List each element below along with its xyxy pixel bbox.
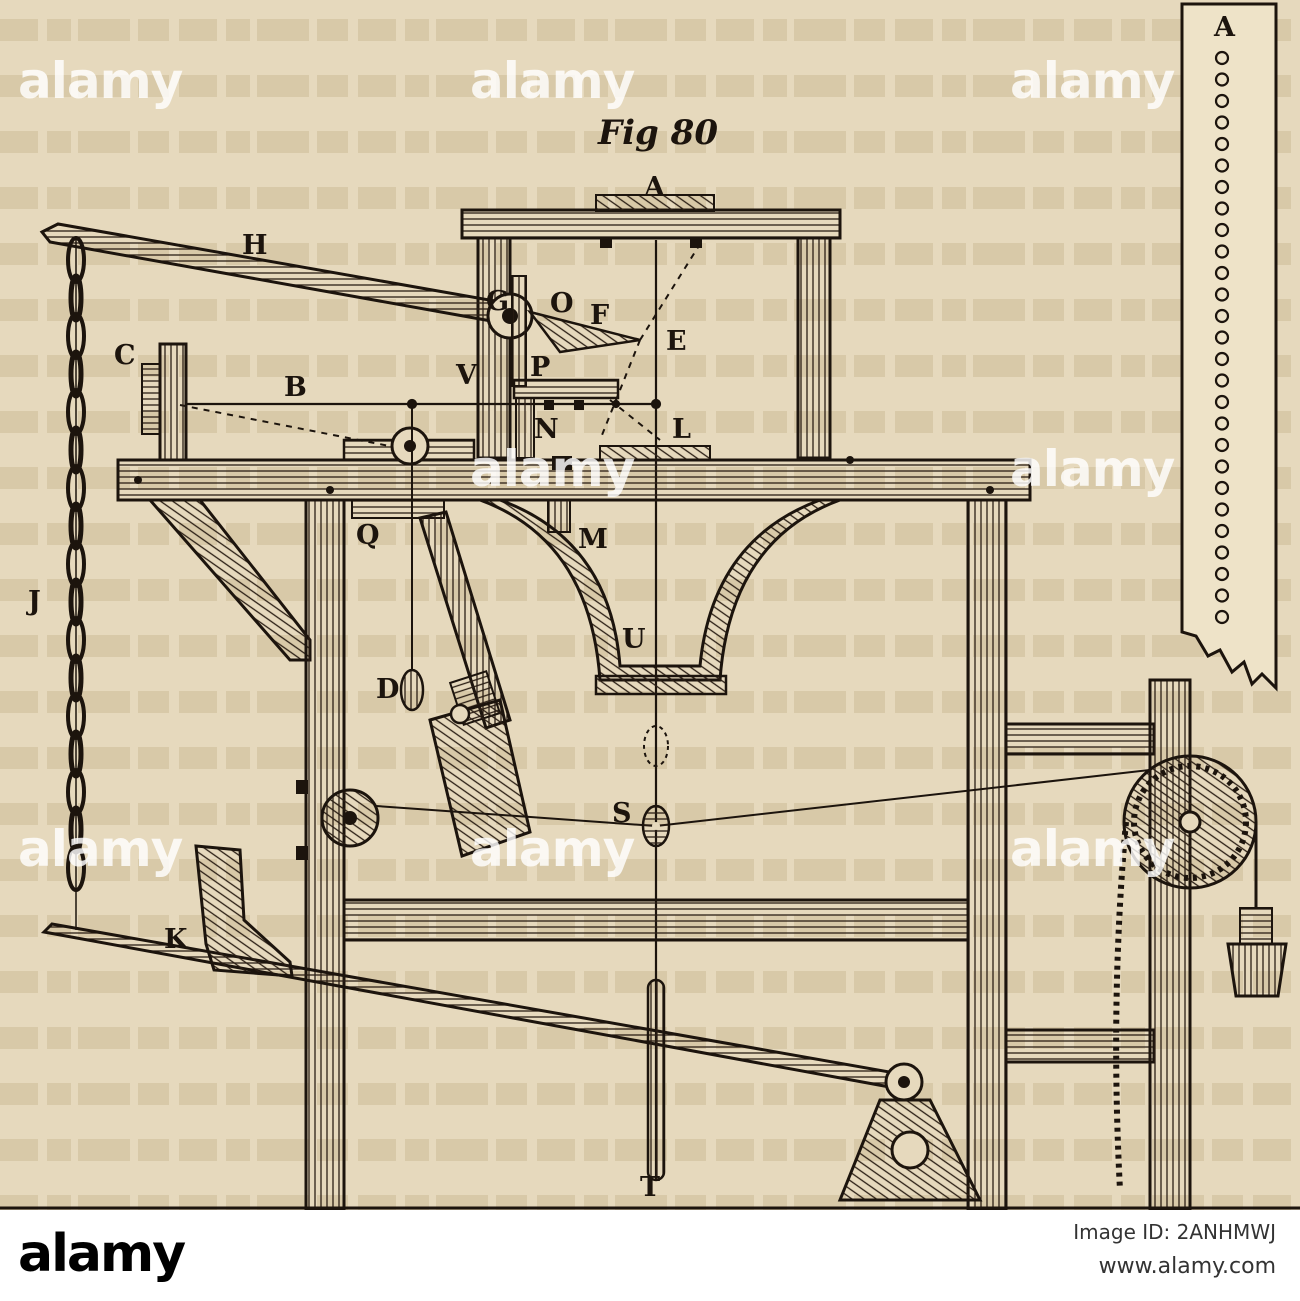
swing-arm-q: [418, 510, 532, 858]
label-g: G: [486, 286, 509, 317]
label-b: B: [284, 372, 307, 403]
post-c: [141, 342, 188, 462]
label-v: V: [455, 360, 478, 391]
watermark: alamy: [470, 52, 635, 110]
watermark: alamy: [470, 820, 635, 878]
label-k: K: [164, 924, 189, 955]
watermark: alamy: [18, 52, 183, 110]
punch-card-holes: [1214, 50, 1230, 625]
table-top: [116, 426, 1032, 533]
image-id: Image ID: 2ANHMWJ: [1073, 1220, 1276, 1244]
punch-card: [1180, 2, 1278, 692]
label-n: N: [534, 414, 559, 445]
footer-logo[interactable]: alamy: [18, 1224, 186, 1284]
label-j: J: [26, 586, 41, 617]
weight-d: [399, 404, 425, 712]
jacquard-loom-diagram: Fig 80 A H G O F E C P V B N L Q M U D J…: [0, 0, 1300, 1210]
footer-url[interactable]: www.alamy.com: [1098, 1254, 1276, 1279]
watermark: alamy: [1010, 440, 1175, 498]
label-t: T: [640, 1172, 660, 1203]
label-s: S: [612, 798, 632, 829]
cradle-u: [479, 498, 841, 682]
label-a-top: A: [643, 172, 666, 203]
engraving-plate: Fig 80 A H G O F E C P V B N L Q M U D J…: [0, 0, 1300, 1210]
dashed-guides: [179, 243, 701, 453]
chain-j: [66, 236, 86, 930]
right-frame: [1004, 678, 1288, 1210]
stock-footer: alamy Image ID: 2ANHMWJ www.alamy.com: [0, 1210, 1300, 1301]
pulley-left: [296, 780, 380, 860]
label-l: L: [672, 414, 691, 445]
label-e: E: [666, 326, 687, 357]
weight-t: [646, 978, 666, 1182]
label-m: M: [578, 524, 608, 555]
label-o: O: [550, 288, 574, 319]
label-d: D: [376, 674, 399, 705]
watermark: alamy: [1010, 820, 1175, 878]
watermark: alamy: [18, 820, 183, 878]
top-frame: [460, 194, 842, 460]
label-u: U: [622, 624, 646, 655]
watermark: alamy: [1010, 52, 1175, 110]
watermark: alamy: [470, 440, 635, 498]
drive-cords: [375, 769, 1151, 827]
label-h: H: [242, 230, 268, 261]
needle-box: [512, 378, 620, 459]
boot: [194, 844, 294, 978]
label-c: C: [114, 340, 136, 371]
label-q: Q: [356, 520, 380, 551]
lever-h: [39, 222, 641, 387]
label-f: F: [590, 300, 609, 331]
figure-title: Fig 80: [597, 113, 718, 153]
figure-labels: Fig 80 A H G O F E C P V B N L Q M U D J…: [26, 12, 1236, 1203]
label-p: P: [530, 352, 550, 383]
hook-s: [641, 725, 671, 848]
label-a-card: A: [1213, 12, 1236, 43]
